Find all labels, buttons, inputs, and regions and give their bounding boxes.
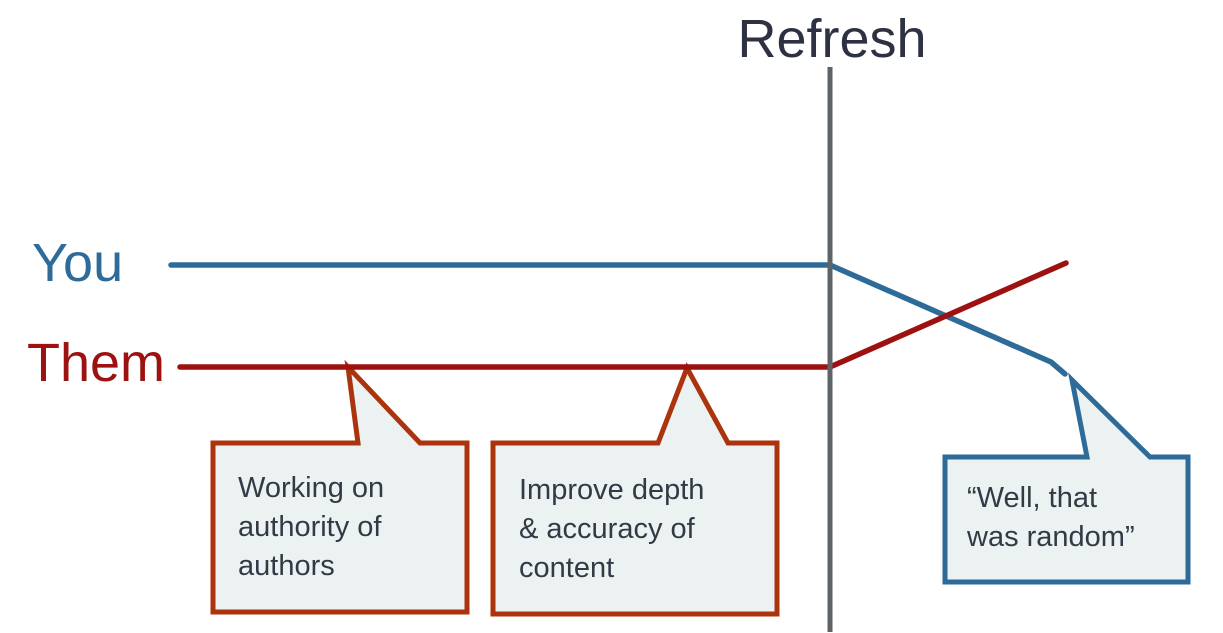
them-series-label: Them	[27, 333, 166, 393]
you-series-label: You	[32, 233, 124, 293]
callout-authority-text: Working on authority of authors	[238, 472, 385, 582]
refresh-title: Refresh	[737, 9, 927, 69]
callout-content-text: Improve depth & accuracy of content	[519, 474, 705, 584]
callout-random-bubble	[942, 372, 1191, 585]
callout-random-text: “Well, that was random”	[967, 482, 1135, 553]
them-line	[177, 260, 1069, 370]
you-line	[168, 262, 1068, 377]
callout-authority-bubble	[210, 359, 470, 615]
callout-content-bubble	[490, 362, 780, 617]
